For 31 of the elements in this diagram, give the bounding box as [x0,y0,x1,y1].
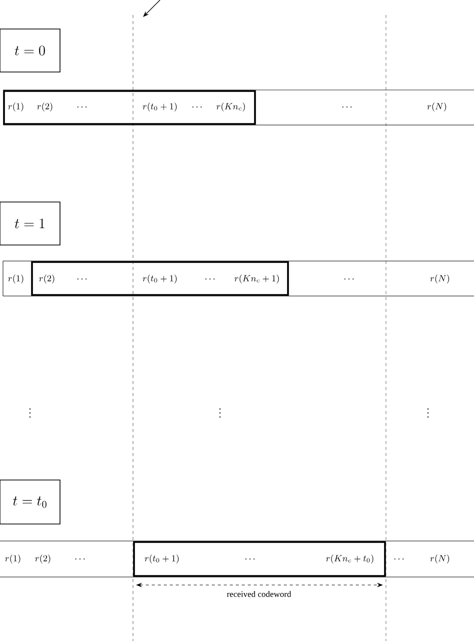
sequence-entry: $\dots$ [245,558,255,560]
sequence-entry: $r(2)$ [35,554,50,564]
sequence-entry: $\dots$ [342,106,352,108]
sequence-entry: $\dots$ [192,106,202,108]
sequence-entry: $\dots$ [75,558,85,560]
sequence-entry: $\dots$ [394,558,404,560]
sequence-entry: $r(2)$ [37,102,52,112]
vertical-ellipsis: $\vdots$ [427,408,429,418]
sequence-entry: $r(N)$ [430,554,450,564]
sequence-entry: $r(t_0+1)$ [142,274,177,284]
sequence-entry: $r(Kn_c+t_0)$ [326,554,374,564]
sequence-entry: $r(t_0+1)$ [142,102,177,112]
time-label-box: $t = t_0$ [0,480,60,524]
time-label-box: $t = 1$ [0,202,60,246]
sequence-entry: $r(1)$ [8,274,24,284]
sequence-entry: $r(1)$ [8,102,24,112]
vertical-ellipsis: $\vdots$ [219,408,221,418]
sequence-entry: $\dots$ [205,278,215,280]
sequence-entry: $\dots$ [77,106,87,108]
sequence-entry: $r(2)$ [39,274,54,284]
dimension-label: received codeword [226,591,292,597]
sequence-entry: $\dots$ [344,278,354,280]
sequence-entry: $r(1)$ [5,554,20,564]
sequence-entry: $r(Kn_c+1)$ [234,274,279,284]
sequence-entry: $r(N)$ [427,102,446,112]
vertical-ellipsis: $\vdots$ [29,408,31,418]
sequence-entry: $r(Kn_c)$ [216,102,245,112]
sequence-entry: $r(N)$ [430,274,450,284]
sequence-entry: $\dots$ [77,278,87,280]
sequence-entry: $r(t_0+1)$ [144,554,179,564]
time-label-box: $t = 0$ [0,28,60,72]
